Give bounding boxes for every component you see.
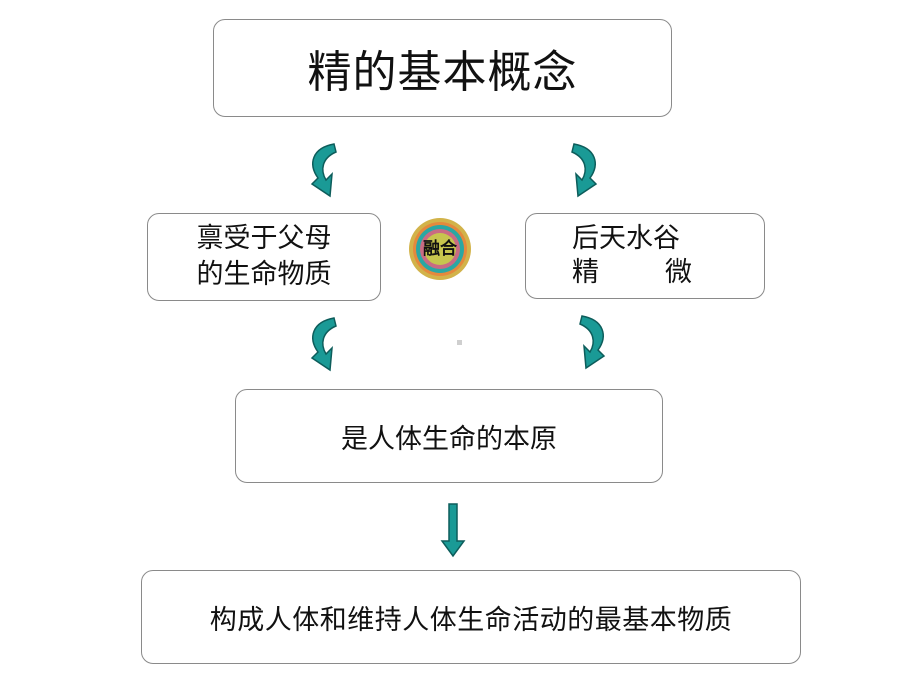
decorative-dot (457, 340, 462, 345)
middle-box-text: 是人体生命的本原 (341, 423, 557, 455)
right-box-line1: 后天水谷 (572, 223, 680, 254)
basic-substance-box: 构成人体和维持人体生命活动的最基本物质 (141, 570, 801, 664)
acquired-essence-box: 后天水谷 精 微 (525, 213, 765, 299)
left-box-line2: 的生命物质 (196, 259, 332, 290)
parental-substance-box: 禀受于父母 的生命物质 (147, 213, 381, 301)
right-box-line2: 精 微 (572, 256, 692, 290)
curved-arrow-left-top (310, 143, 337, 198)
right-box-line2-a: 精 (572, 257, 599, 288)
title-box: 精的基本概念 (213, 19, 672, 117)
merge-circle-icon (409, 218, 471, 280)
curved-arrow-right-top (571, 143, 598, 198)
right-box-line2-b: 微 (665, 257, 692, 288)
down-arrow (440, 503, 466, 558)
curved-arrow-right-mid (579, 315, 606, 370)
origin-box: 是人体生命的本原 (235, 389, 663, 483)
curved-arrow-left-mid (310, 317, 337, 372)
page-title: 精的基本概念 (307, 47, 578, 98)
bottom-box-text: 构成人体和维持人体生命活动的最基本物质 (209, 604, 733, 636)
left-box-line1: 禀受于父母 (196, 223, 332, 254)
merge-label: 融合 (423, 239, 457, 259)
